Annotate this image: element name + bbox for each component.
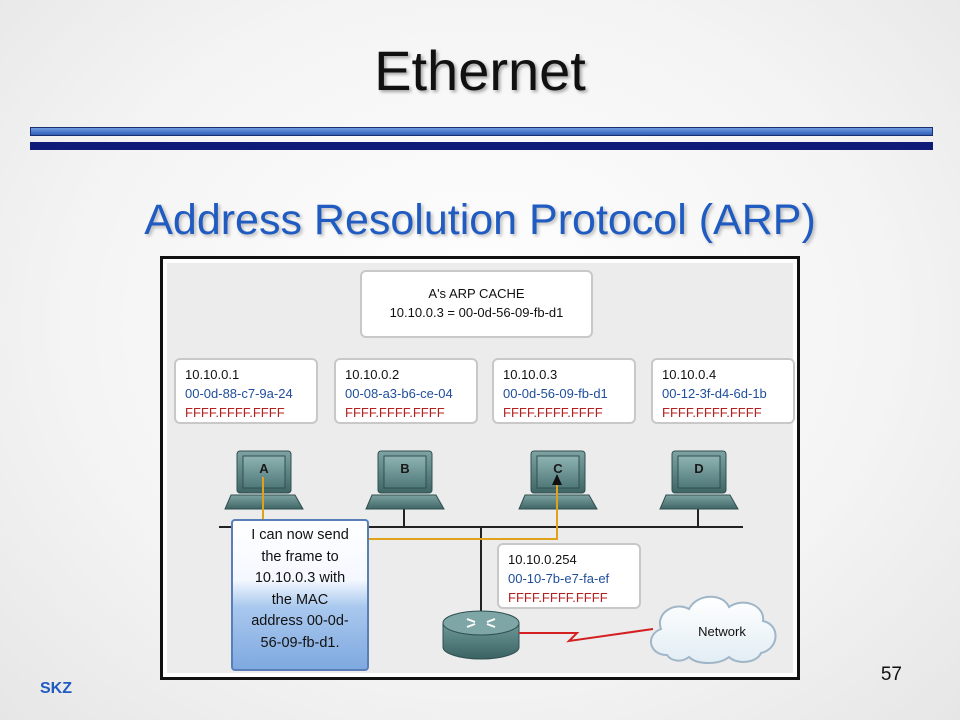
router-icon — [442, 610, 520, 660]
callout-line: the MAC — [271, 591, 329, 608]
title-rule-top — [30, 127, 933, 136]
title-rule-bottom — [30, 142, 933, 150]
computer-b-icon — [365, 450, 445, 510]
host-d-info: 10.10.0.4 00-12-3f-d4-6d-1b FFFF.FFFF.FF… — [651, 358, 795, 424]
arp-cache-entry: 10.10.0.3 = 00-0d-56-09-fb-d1 — [389, 305, 564, 320]
callout-line: address 00-0d- — [251, 613, 349, 630]
arp-figure: A's ARP CACHE 10.10.0.3 = 00-0d-56-09-fb… — [160, 256, 800, 680]
figure-background: A's ARP CACHE 10.10.0.3 = 00-0d-56-09-fb… — [167, 263, 795, 673]
host-a-info: 10.10.0.1 00-0d-88-c7-9a-24 FFFF.FFFF.FF… — [174, 358, 318, 424]
host-a-broadcast: FFFF.FFFF.FFFF — [185, 405, 285, 420]
wan-link — [519, 628, 654, 643]
callout-line: 56-09-fb-d1. — [260, 634, 340, 651]
host-c-label: C — [553, 461, 563, 476]
host-a-callout: I can now send the frame to 10.10.0.3 wi… — [231, 519, 369, 671]
frame-arrow-icon — [552, 474, 562, 485]
router-broadcast: FFFF.FFFF.FFFF — [508, 590, 608, 605]
footer-label: SKZ — [40, 680, 72, 697]
page-number: 57 — [880, 664, 902, 685]
host-a-mac: 00-0d-88-c7-9a-24 — [185, 386, 293, 401]
host-a-ip: 10.10.0.1 — [185, 367, 240, 382]
slide-title: Ethernet — [374, 39, 586, 102]
callout-line: I can now send — [251, 527, 349, 543]
host-b-info: 10.10.0.2 00-08-a3-b6-ce-04 FFFF.FFFF.FF… — [334, 358, 478, 424]
arp-cache-box: A's ARP CACHE 10.10.0.3 = 00-0d-56-09-fb… — [360, 270, 593, 338]
slide-subtitle: Address Resolution Protocol (ARP) — [144, 196, 816, 244]
network-cloud-icon — [650, 595, 777, 664]
host-b-label: B — [400, 461, 410, 476]
host-c-info: 10.10.0.3 00-0d-56-09-fb-d1 FFFF.FFFF.FF… — [492, 358, 636, 424]
host-b-mac: 00-08-a3-b6-ce-04 — [345, 386, 453, 401]
host-d-broadcast: FFFF.FFFF.FFFF — [662, 405, 762, 420]
callout-line: 10.10.0.3 with — [254, 570, 346, 587]
host-b-ip: 10.10.0.2 — [345, 367, 400, 382]
router-mac: 00-10-7b-e7-fa-ef — [508, 571, 610, 586]
network-label: Network — [698, 624, 746, 639]
host-d-ip: 10.10.0.4 — [662, 367, 717, 382]
frame-path — [262, 477, 558, 540]
host-c-mac: 00-0d-56-09-fb-d1 — [503, 386, 608, 401]
host-c-broadcast: FFFF.FFFF.FFFF — [503, 405, 603, 420]
router-ip: 10.10.0.254 — [508, 552, 577, 567]
callout-line: the frame to — [261, 548, 339, 565]
arp-cache-title: A's ARP CACHE — [428, 286, 525, 301]
host-d-label: D — [694, 461, 704, 476]
host-d-mac: 00-12-3f-d4-6d-1b — [662, 386, 767, 401]
network-diagram — [219, 450, 777, 664]
computer-d-icon — [659, 450, 739, 510]
host-a-label: A — [259, 461, 269, 476]
router-info: 10.10.0.254 00-10-7b-e7-fa-ef FFFF.FFFF.… — [497, 543, 641, 609]
host-b-broadcast: FFFF.FFFF.FFFF — [345, 405, 445, 420]
host-c-ip: 10.10.0.3 — [503, 367, 558, 382]
